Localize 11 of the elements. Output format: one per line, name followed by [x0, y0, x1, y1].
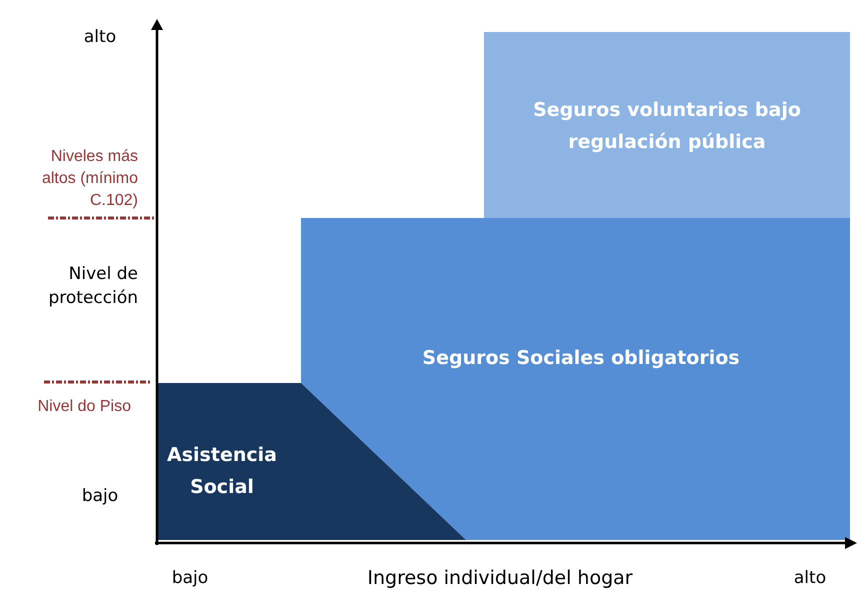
axis-end-label: alto [792, 567, 828, 590]
axis-end-label: bajo [170, 567, 210, 590]
area-label: Seguros voluntarios bajo regulación pública [532, 98, 802, 155]
axis-title: Nivel de protección [47, 263, 138, 310]
axis-end-label: alto [82, 26, 118, 49]
area-label: Seguros Sociales obligatorios [421, 346, 741, 371]
level-label: Nivel do Piso [36, 397, 131, 417]
level-label: Niveles más altos (mínimo C.102) [40, 147, 138, 211]
area-label: Asistencia Social [166, 443, 278, 500]
axis-end-label: bajo [80, 485, 120, 508]
axis-title: Ingreso individual/del hogar [366, 566, 634, 590]
